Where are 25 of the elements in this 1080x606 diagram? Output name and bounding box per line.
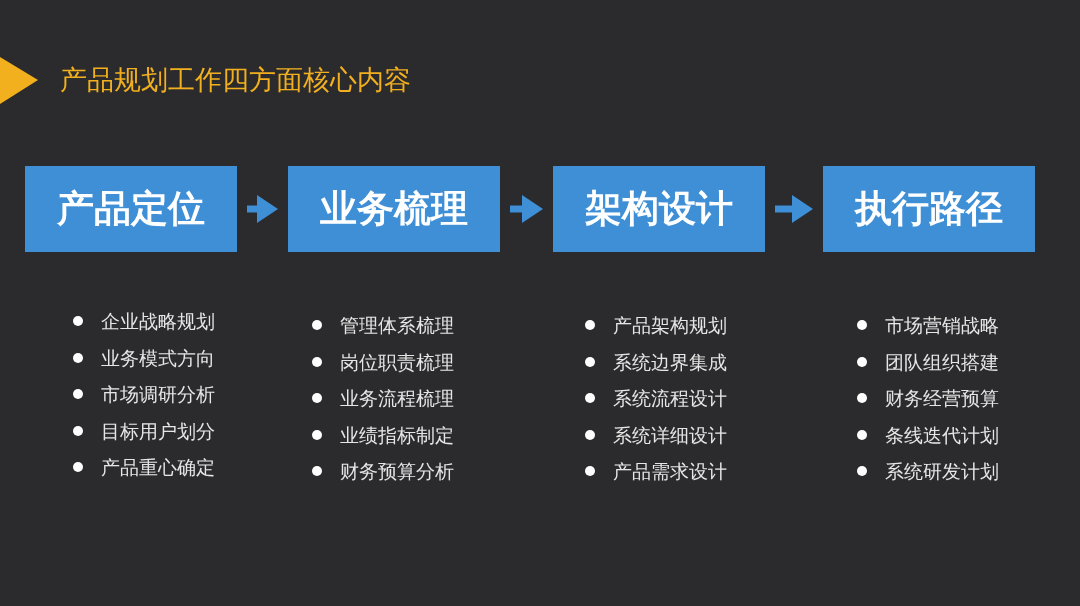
list-item: 产品重心确定 bbox=[101, 455, 215, 479]
list-item: 财务经营预算 bbox=[885, 386, 999, 410]
list-item: 岗位职责梳理 bbox=[340, 349, 454, 374]
list-item: 系统流程设计 bbox=[613, 386, 727, 410]
list-item: 团队组织搭建 bbox=[885, 349, 999, 374]
list-item: 条线迭代计划 bbox=[885, 422, 999, 447]
list-item: 产品需求设计 bbox=[613, 459, 727, 483]
step-box: 执行路径 bbox=[823, 166, 1035, 252]
list-item: 企业战略规划 bbox=[101, 309, 215, 333]
step-box: 业务梳理 bbox=[288, 166, 500, 252]
list-item: 市场调研分析 bbox=[101, 382, 215, 406]
list-item: 市场营销战略 bbox=[885, 313, 999, 337]
list-item: 财务预算分析 bbox=[340, 459, 454, 483]
list-item: 目标用户划分 bbox=[101, 418, 215, 443]
list-item: 系统详细设计 bbox=[613, 422, 727, 447]
list-item: 系统研发计划 bbox=[885, 459, 999, 483]
title: 产品规划工作四方面核心内容 bbox=[60, 63, 411, 97]
list-item: 业绩指标制定 bbox=[340, 422, 454, 447]
step-box: 产品定位 bbox=[25, 166, 237, 252]
list-item: 系统边界集成 bbox=[613, 349, 727, 374]
list-item: 管理体系梳理 bbox=[340, 313, 454, 337]
list-item: 业务流程梳理 bbox=[340, 386, 454, 410]
list-item: 业务模式方向 bbox=[101, 345, 215, 370]
list-item: 产品架构规划 bbox=[613, 313, 727, 337]
step-box: 架构设计 bbox=[553, 166, 765, 252]
